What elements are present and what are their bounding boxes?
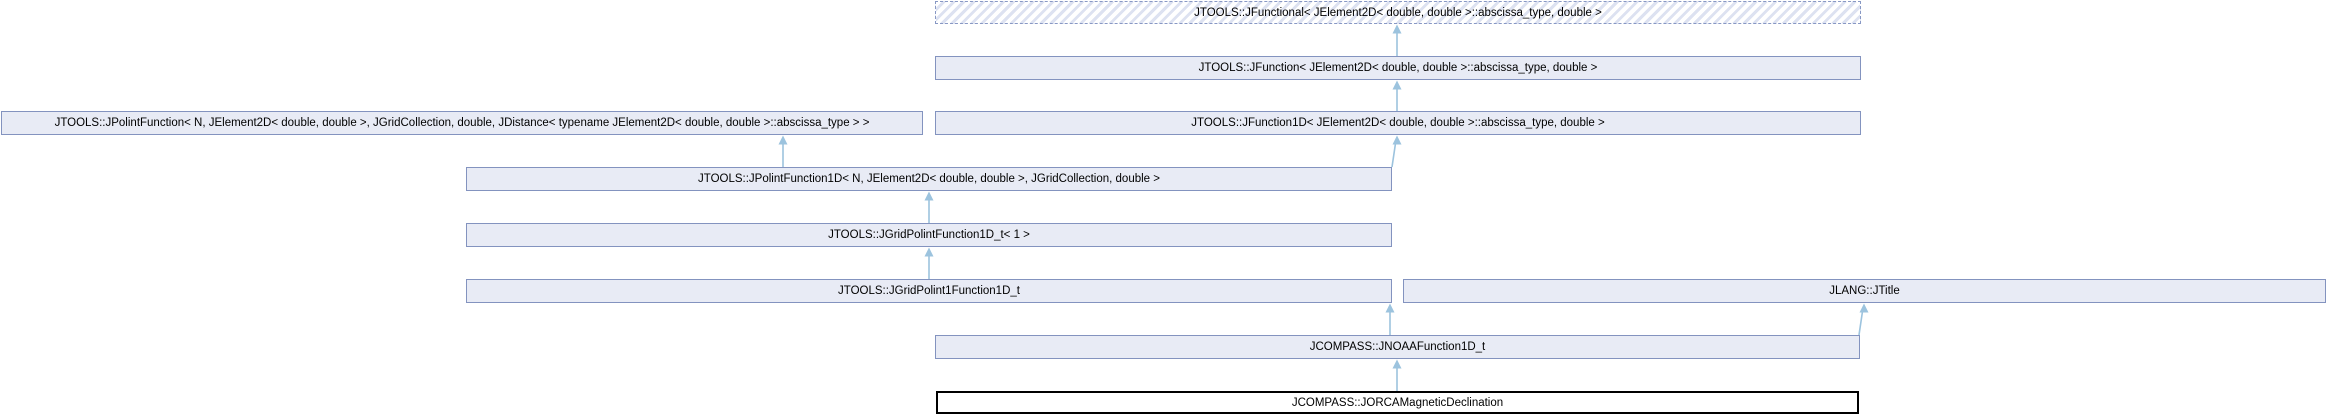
inheritance-arrow-jgridpolint1function1dt-to-jgridpolintfunction1dt <box>924 247 934 279</box>
class-node-label: JTOOLS::JPolintFunction< N, JElement2D< … <box>54 117 870 129</box>
class-node-jtools-jgridpolintfunction1d-t[interactable]: JTOOLS::JGridPolintFunction1D_t< 1 > <box>466 223 1392 247</box>
class-node-label: JTOOLS::JFunction1D< JElement2D< double,… <box>1191 117 1605 129</box>
class-node-label: JTOOLS::JFunctional< JElement2D< double,… <box>1194 6 1602 19</box>
inheritance-arrow-jgridpolintfunction1dt-to-jpolintfunction1d <box>924 191 934 223</box>
class-node-label: JTOOLS::JGridPolintFunction1D_t< 1 > <box>828 229 1030 241</box>
class-node-jtools-jpolintfunction1d[interactable]: JTOOLS::JPolintFunction1D< N, JElement2D… <box>466 167 1392 191</box>
class-node-label: JTOOLS::JPolintFunction1D< N, JElement2D… <box>698 173 1160 185</box>
inheritance-arrow-jnoaa-to-jtitle <box>1858 303 1869 336</box>
inheritance-arrow-jpolintfunction1d-to-jpolintfunction <box>778 135 788 167</box>
class-node-jcompass-jorcamagneticdeclination-focus: JCOMPASS::JORCAMagneticDeclination <box>936 391 1859 414</box>
class-node-jtools-jfunction1d[interactable]: JTOOLS::JFunction1D< JElement2D< double,… <box>935 111 1861 135</box>
class-node-jlang-jtitle[interactable]: JLANG::JTitle <box>1403 279 2326 303</box>
class-node-label: JCOMPASS::JORCAMagneticDeclination <box>1291 396 1504 409</box>
class-node-label: JTOOLS::JGridPolint1Function1D_t <box>838 285 1020 297</box>
inheritance-arrow-jfunction-to-jfunctional <box>1392 24 1402 56</box>
class-node-jtools-jfunctional: JTOOLS::JFunctional< JElement2D< double,… <box>935 1 1861 24</box>
class-node-label: JLANG::JTitle <box>1829 285 1900 297</box>
class-node-jcompass-jnoaafunction1d-t[interactable]: JCOMPASS::JNOAAFunction1D_t <box>935 335 1860 359</box>
inheritance-arrow-jorca-to-jnoaa <box>1392 359 1402 391</box>
class-node-label: JTOOLS::JFunction< JElement2D< double, d… <box>1198 62 1598 74</box>
inheritance-arrow-jpolintfunction1d-to-jfunction1d <box>1391 135 1402 168</box>
inheritance-arrow-jfunction1d-to-jfunction <box>1392 80 1402 111</box>
class-node-jtools-jpolintfunction[interactable]: JTOOLS::JPolintFunction< N, JElement2D< … <box>1 111 923 135</box>
inheritance-arrow-jnoaa-to-jgridpolint1function1dt <box>1385 303 1395 335</box>
class-node-label: JCOMPASS::JNOAAFunction1D_t <box>1309 341 1486 353</box>
class-node-jtools-jfunction[interactable]: JTOOLS::JFunction< JElement2D< double, d… <box>935 56 1861 80</box>
class-node-jtools-jgridpolint1function1d-t[interactable]: JTOOLS::JGridPolint1Function1D_t <box>466 279 1392 303</box>
